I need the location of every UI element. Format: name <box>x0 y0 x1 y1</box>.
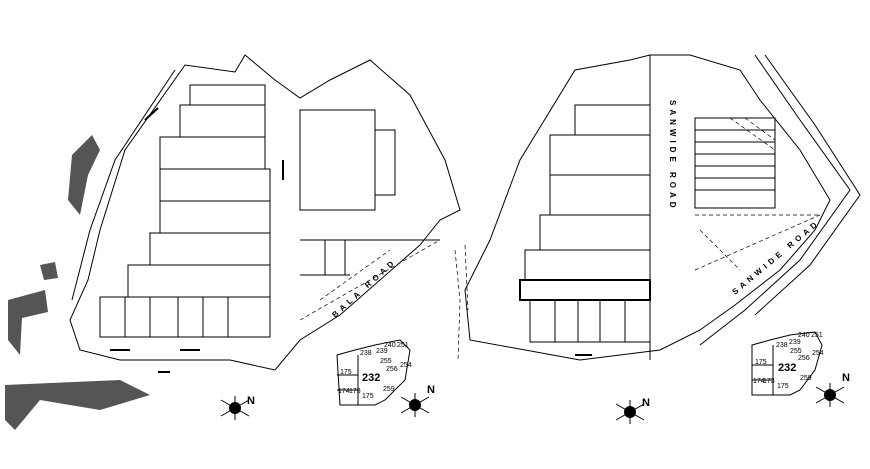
building-block-left <box>99 84 271 338</box>
svg-text:173: 173 <box>349 388 361 395</box>
svg-text:251: 251 <box>811 332 823 339</box>
svg-text:175: 175 <box>755 359 767 366</box>
svg-text:259: 259 <box>383 386 395 393</box>
svg-text:232: 232 <box>778 362 796 374</box>
svg-text:239: 239 <box>376 348 388 355</box>
svg-text:254: 254 <box>812 350 824 357</box>
svg-text:174: 174 <box>338 388 350 395</box>
svg-text:256: 256 <box>386 366 398 373</box>
road-label-left: BALA ROAD <box>330 257 398 320</box>
right-site-plan: SANWIDE ROAD SANWIDE ROAD <box>454 54 861 361</box>
compass-rose-icon: N <box>815 372 850 407</box>
svg-text:238: 238 <box>360 350 372 357</box>
compass-rose-icon: N <box>220 395 255 420</box>
svg-text:256: 256 <box>798 355 810 362</box>
left-site-plan: BALA ROAD <box>69 54 461 373</box>
svg-text:240: 240 <box>798 332 810 339</box>
svg-text:175: 175 <box>777 383 789 390</box>
vegetation-hatch <box>5 135 150 430</box>
key-map-right: 238 239 240 251 255 256 254 232 175 174 … <box>751 331 824 396</box>
svg-text:N: N <box>842 372 850 384</box>
svg-text:232: 232 <box>362 372 380 384</box>
plot-grid <box>299 109 376 211</box>
row-houses <box>694 117 776 209</box>
svg-text:254: 254 <box>400 362 412 369</box>
svg-text:173: 173 <box>763 378 775 385</box>
road-label-right-diagonal: SANWIDE ROAD <box>731 218 822 297</box>
svg-text:255: 255 <box>380 358 392 365</box>
road-label-right-vertical: SANWIDE ROAD <box>668 100 677 212</box>
compass-rose-icon: N <box>615 397 650 424</box>
svg-text:175: 175 <box>362 393 374 400</box>
svg-text:255: 255 <box>790 348 802 355</box>
svg-text:174: 174 <box>753 378 765 385</box>
svg-text:251: 251 <box>397 342 409 349</box>
svg-text:N: N <box>642 397 650 409</box>
svg-text:259: 259 <box>800 375 812 382</box>
key-map-left: 238 239 240 251 255 256 254 232 175 174 … <box>336 339 412 406</box>
svg-text:N: N <box>247 395 255 407</box>
svg-text:175: 175 <box>340 369 352 376</box>
svg-text:N: N <box>427 384 435 396</box>
compass-rose-icon: N <box>400 384 435 417</box>
building-block-right <box>519 104 651 343</box>
svg-text:238: 238 <box>776 342 788 349</box>
svg-text:240: 240 <box>384 342 396 349</box>
svg-text:239: 239 <box>789 339 801 346</box>
